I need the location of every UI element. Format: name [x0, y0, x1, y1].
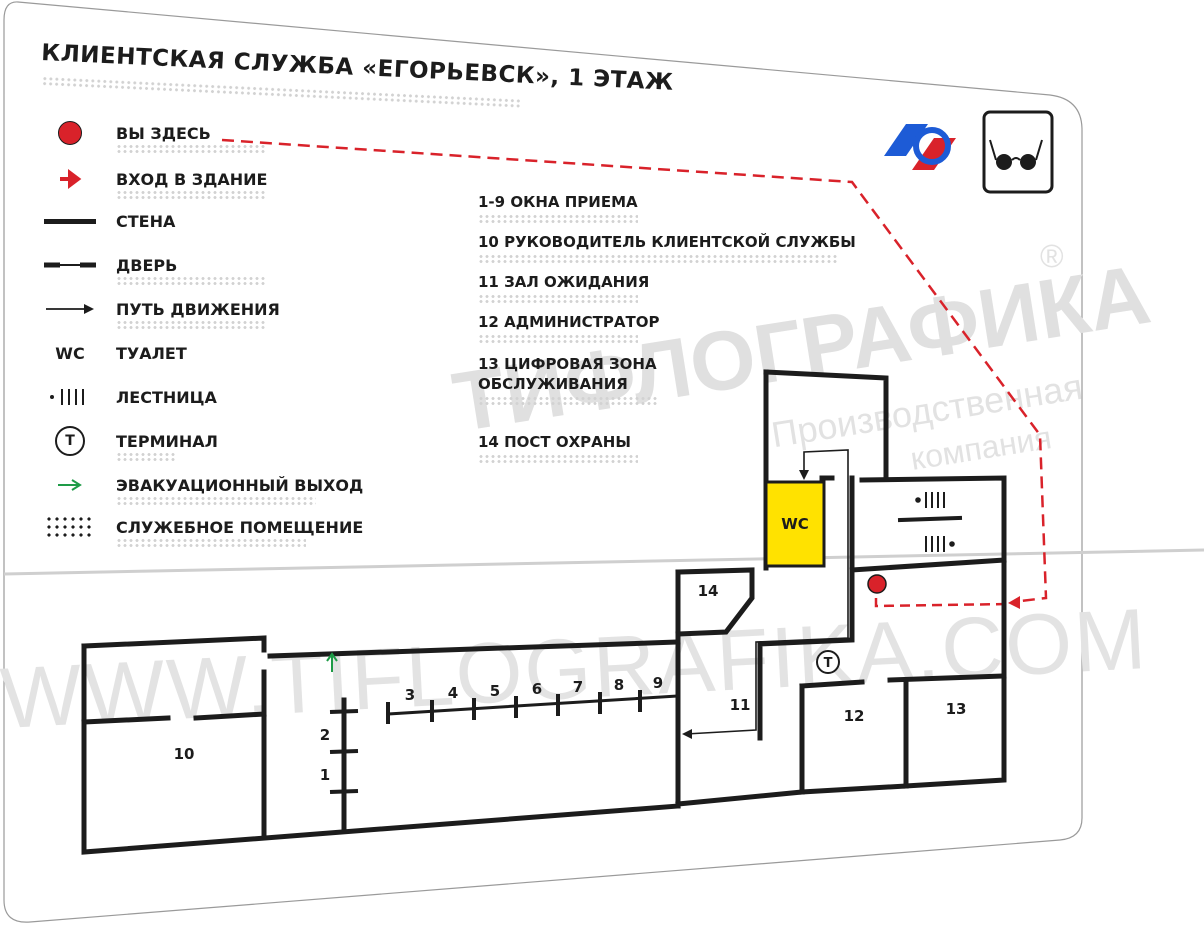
legend-label: ВЫ ЗДЕСЬ	[116, 124, 211, 143]
legend-label: ЭВАКУАЦИОННЫЙ ВЫХОД	[116, 476, 364, 495]
accessibility-glasses-icon	[982, 110, 1054, 194]
rooms-list-item: 13 ЦИФРОВАЯ ЗОНА ОБСЛУЖИВАНИЯ	[478, 354, 658, 406]
wall-line-icon	[44, 218, 96, 224]
rooms-list-item: 12 АДМИНИСТРАТОР	[478, 312, 659, 344]
legend-braille	[116, 496, 316, 506]
legend-braille	[116, 144, 266, 154]
rooms-list-item: 1-9 ОКНА ПРИЕМА	[478, 192, 638, 224]
legend-wall: СТЕНА	[40, 208, 460, 242]
wc-symbol-icon: WC	[55, 343, 85, 363]
evacuation-arrow-icon	[58, 479, 82, 491]
legend-path: ПУТЬ ДВИЖЕНИЯ	[40, 296, 460, 330]
legend-you-are-here: ВЫ ЗДЕСЬ	[40, 120, 460, 154]
legend-braille	[116, 190, 266, 200]
rooms-list-item: 14 ПОСТ ОХРАНЫ	[478, 432, 638, 464]
legend-label: ВХОД В ЗДАНИЕ	[116, 170, 268, 189]
legend-label: ТУАЛЕТ	[116, 344, 187, 363]
terminal-circle-icon: T	[55, 426, 85, 456]
legend-label: ДВЕРЬ	[116, 256, 178, 275]
legend-toilet: WC ТУАЛЕТ	[40, 340, 460, 374]
legend-label: СТЕНА	[116, 212, 176, 231]
legend-terminal: T ТЕРМИНАЛ	[40, 426, 460, 462]
legend-door: ДВЕРЬ	[40, 252, 460, 286]
legend-service-room: СЛУЖЕБНОЕ ПОМЕЩЕНИЕ	[40, 514, 460, 548]
rooms-list-item: 11 ЗАЛ ОЖИДАНИЯ	[478, 272, 649, 304]
legend-label: ТЕРМИНАЛ	[116, 432, 218, 451]
legend-label: ЛЕСТНИЦА	[116, 388, 217, 407]
rooms-list-item: 10 РУКОВОДИТЕЛЬ КЛИЕНТСКОЙ СЛУЖБЫ	[478, 232, 856, 264]
entrance-arrow-icon	[60, 169, 82, 189]
service-room-dots-icon	[45, 515, 95, 539]
legend-braille	[116, 452, 176, 462]
red-dot-icon	[58, 121, 82, 145]
legend-braille	[116, 276, 266, 286]
sfr-logo-icon	[884, 124, 956, 170]
legend-braille	[116, 538, 306, 548]
legend-label: ПУТЬ ДВИЖЕНИЯ	[116, 300, 280, 319]
legend-braille	[116, 320, 266, 330]
legend-label: СЛУЖЕБНОЕ ПОМЕЩЕНИЕ	[116, 518, 364, 537]
door-line-icon	[44, 262, 96, 268]
legend-entrance: ВХОД В ЗДАНИЕ	[40, 166, 460, 200]
path-arrow-icon	[46, 304, 94, 314]
legend-evacuation: ЭВАКУАЦИОННЫЙ ВЫХОД	[40, 472, 460, 506]
stairs-icon	[50, 389, 84, 405]
legend-stairs: ЛЕСТНИЦА	[40, 384, 460, 418]
